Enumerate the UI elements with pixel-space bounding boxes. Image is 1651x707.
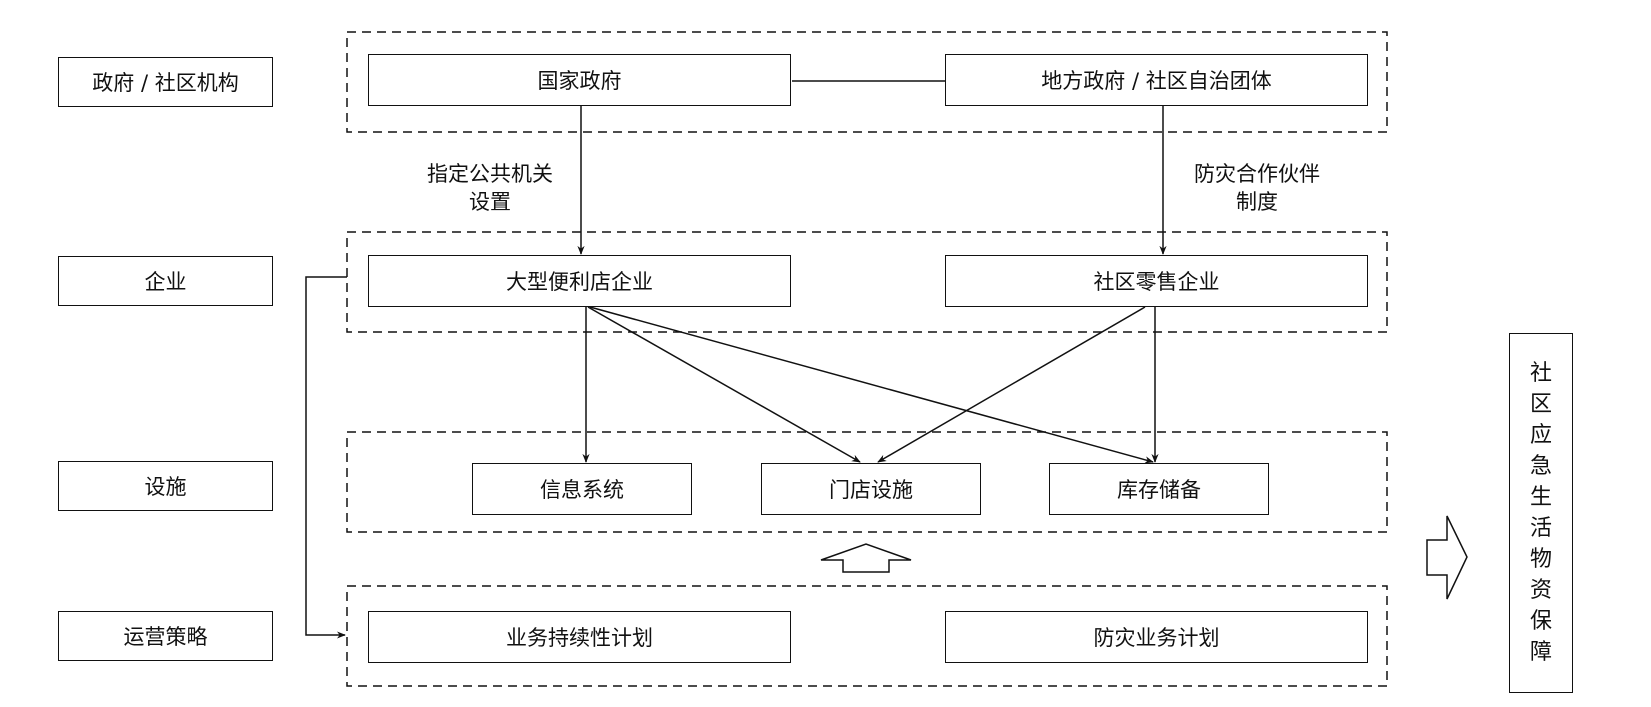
designated-agency-label: 指定公共机关 设置 [427,162,553,214]
strategy-up-hollow-arrow-shape [820,543,912,573]
row-label-enterprise: 企业 [58,256,273,306]
outcome-hollow-arrow [1426,515,1468,600]
community-retail-box: 社区零售企业 [945,255,1368,307]
large-to-inventory-arrow [589,306,1154,464]
disaster-business-plan-box: 防灾业务计划 [945,611,1368,663]
inventory-reserve-box: 库存储备 [1049,463,1269,515]
national-government-box: 国家政府 [368,54,791,106]
row-label-government: 政府 / 社区机构 [58,57,273,107]
info-system-box: 信息系统 [472,463,692,515]
row-label-facility: 设施 [58,461,273,511]
row-label-strategy: 运营策略 [58,611,273,661]
store-facility-box: 门店设施 [761,463,981,515]
business-continuity-plan-box: 业务持续性计划 [368,611,791,663]
local-government-box: 地方政府 / 社区自治团体 [945,54,1368,106]
large-convenience-store-box: 大型便利店企业 [368,255,791,307]
large-to-store-arrow [587,306,861,463]
enterprise-to-strategy-connector [305,276,347,639]
community-to-store-arrow [877,306,1146,463]
disaster-partner-label: 防灾合作伙伴 制度 [1194,162,1320,214]
outcome-box: 社 区 应 急 生 活 物 资 保 障 [1509,333,1573,693]
